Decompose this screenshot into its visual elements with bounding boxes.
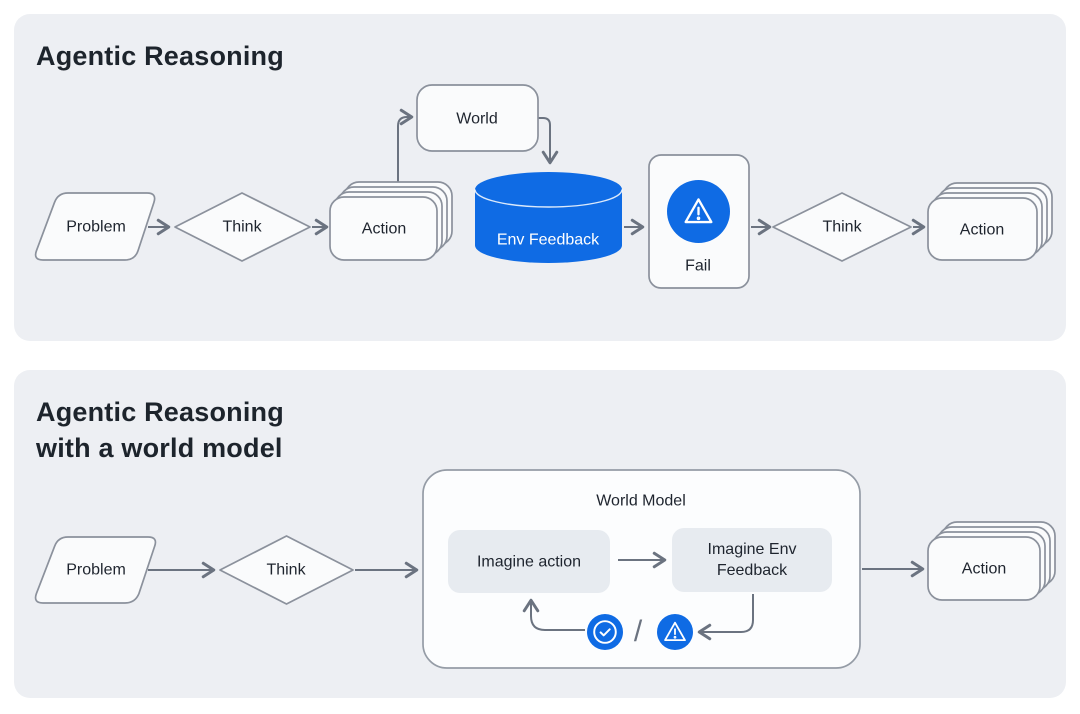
arrow-outcome-imagine-action [522, 598, 585, 631]
think-left-shape [174, 192, 311, 262]
problem-label: Problem [66, 561, 126, 579]
diagram-bottom-canvas [34, 469, 1056, 669]
imagine-env-feedback-box [672, 528, 832, 592]
think-left-label: Think [222, 218, 262, 236]
action-left-label: Action [361, 220, 407, 238]
imagine-env-feedback-label: Imagine Env Feedback [707, 541, 797, 579]
think-label: Think [266, 561, 306, 579]
problem-shape [34, 192, 156, 261]
panel-top-title: Agentic Reasoning [36, 41, 284, 71]
panel-agentic-reasoning-world-model: Agentic Reasoning with a world model Pro… [14, 370, 1066, 698]
problem-label: Problem [66, 218, 126, 236]
imagine-action-box [448, 530, 610, 593]
fail-label: Fail [685, 257, 711, 275]
world-label: World [456, 110, 498, 128]
arrow-world-envfeedback [538, 117, 559, 165]
world-model-box [422, 469, 861, 669]
action-stack [927, 521, 1056, 601]
env-feedback-label: Env Feedback [496, 231, 600, 249]
arrow-feedback-outcome [697, 594, 754, 641]
action-right-label: Action [959, 221, 1005, 239]
diagram-top-canvas [34, 84, 1053, 289]
world-model-label: World Model [596, 492, 686, 510]
think-right-label: Think [822, 218, 862, 236]
action-right-stack [927, 182, 1053, 261]
warning-icon [684, 198, 713, 224]
imagine-action-label: Imagine action [476, 553, 582, 571]
action-label: Action [961, 560, 1007, 578]
check-icon [593, 620, 617, 644]
world-box [416, 84, 539, 152]
arrow-action-world [397, 108, 414, 190]
think-shape [219, 535, 354, 605]
action-left-stack [329, 181, 453, 261]
success-icon-circle [587, 614, 623, 650]
warning-icon [664, 621, 686, 642]
env-feedback-cylinder [474, 172, 623, 263]
think-right-shape [772, 192, 912, 262]
problem-shape [34, 536, 157, 604]
outcome-separator: / [633, 615, 643, 648]
panel-bottom-title: Agentic Reasoning with a world model [36, 397, 284, 463]
panel-agentic-reasoning: Agentic Reasoning Problem Think Action W… [14, 14, 1066, 341]
